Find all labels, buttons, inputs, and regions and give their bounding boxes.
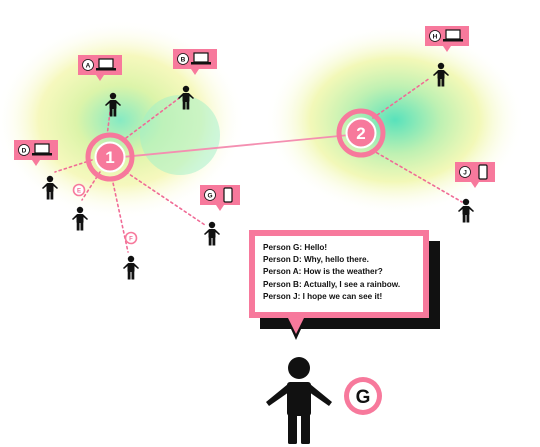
hub-1: 1 (85, 132, 135, 182)
laptop-icon (96, 58, 116, 71)
hub-2-glow (265, 25, 525, 215)
hub-link (111, 133, 361, 159)
node-badge (72, 183, 86, 197)
device-node-j: J (455, 162, 495, 223)
chat-line: Person D: Why, hello there. (263, 255, 369, 265)
chat-line: Person A: How is the weather? (263, 267, 383, 277)
chat-line: Person J: I hope we can see it! (263, 291, 383, 301)
node-letter: E (77, 188, 81, 194)
device-node-d: D (14, 140, 58, 200)
phone-icon (223, 187, 233, 203)
laptop-icon (32, 143, 52, 156)
person-icon (433, 62, 449, 87)
laptop-icon (443, 29, 463, 42)
hub-1-label: 1 (105, 148, 114, 167)
person-icon (105, 92, 121, 117)
chat-line: Person B: Actually, I see a rainbow. (263, 279, 401, 289)
speaker-person-icon (266, 357, 332, 444)
hub-1-glow-center (140, 95, 220, 175)
person-icon (42, 175, 58, 200)
hub-2: 2 (336, 108, 386, 158)
speaker-letter: G (356, 387, 371, 408)
device-node-h: H (425, 26, 469, 87)
chat-content: Person G: Hello! Person D: Why, hello th… (255, 236, 423, 312)
person-icon (204, 221, 220, 246)
device-letter: H (433, 34, 438, 41)
phone-icon (478, 164, 488, 180)
node-e: E (72, 183, 88, 231)
device-letter: D (22, 148, 27, 155)
chat-bubble-tail (287, 316, 305, 334)
person-icon (178, 85, 194, 110)
device-node-b: B (173, 49, 217, 110)
person-icon (123, 255, 139, 280)
person-icon (458, 198, 474, 223)
chat-line: Person G: Hello! (263, 243, 328, 252)
device-letter: B (181, 57, 186, 64)
hub-2-label: 2 (356, 124, 365, 143)
node-letter: F (129, 236, 133, 242)
chat-bubble: Person G: Hello! Person D: Why, hello th… (249, 230, 429, 318)
device-node-g: G (200, 185, 240, 246)
laptop-icon (191, 52, 211, 65)
device-node-a: A (78, 55, 122, 117)
node-badge (124, 231, 138, 245)
device-letter: A (86, 63, 91, 70)
speaker-group: G (266, 357, 382, 444)
node-f: F (123, 231, 139, 280)
hub-2-connections (371, 77, 463, 203)
person-icon (72, 206, 88, 231)
speaker-badge: G (344, 377, 382, 415)
device-letter: J (463, 170, 467, 177)
device-letter: G (207, 193, 212, 200)
